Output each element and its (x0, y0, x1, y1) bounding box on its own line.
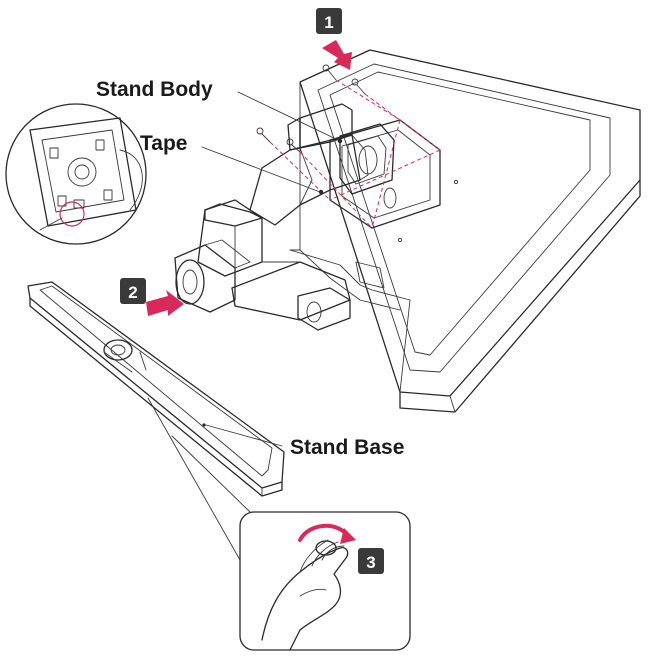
step-badge-icon (316, 8, 342, 34)
stand-base (27, 281, 285, 497)
step-badge-icon (358, 548, 384, 574)
tape-pointer (318, 189, 324, 195)
step-badge-icon (120, 278, 146, 304)
screw-icon (286, 138, 301, 153)
arrow-icon (322, 40, 352, 70)
step2-badge: 2 (120, 278, 146, 304)
stand-body-label: Stand Body (96, 78, 213, 101)
tape-leader (201, 146, 321, 193)
arrow-icon (146, 290, 184, 316)
tape-detail-inset (5, 103, 147, 245)
screw-icon (351, 78, 366, 95)
stand-body-pointer (337, 138, 343, 144)
step3-inset (147, 397, 411, 651)
screw-icon (256, 127, 271, 143)
step1-badge: 1 (316, 8, 342, 34)
step3-badge: 3 (358, 548, 384, 574)
tape-label: Tape (140, 132, 187, 155)
stand-base-leader (205, 424, 283, 447)
arrow-icon (340, 528, 356, 544)
stand-base-label: Stand Base (290, 436, 404, 459)
step1-number: 1 (324, 13, 333, 32)
stand-body-leader (237, 91, 339, 141)
screw-icon (322, 64, 337, 81)
stand-body (174, 103, 395, 331)
step3-number: 3 (366, 553, 375, 572)
screws (256, 64, 441, 229)
step2-number: 2 (128, 283, 137, 302)
